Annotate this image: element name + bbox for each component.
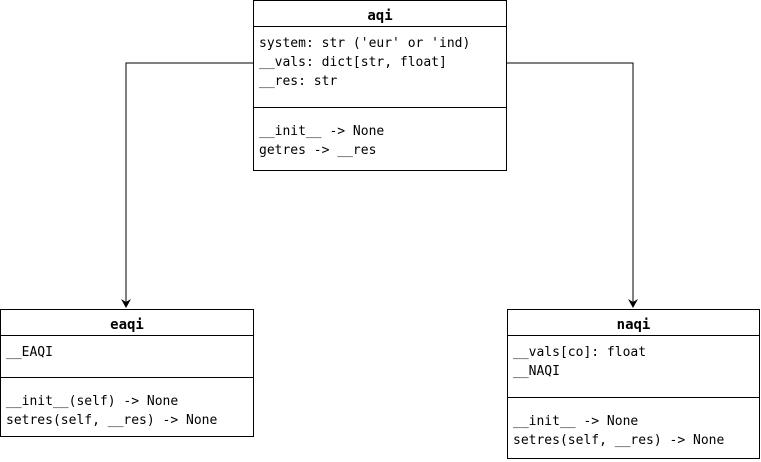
attributes-section: system: str ('eur' or 'ind) __vals: dict… [254, 27, 506, 108]
method-row: __init__ -> None [259, 124, 385, 139]
attribute-row: __NAQI [513, 364, 560, 379]
connector-aqi-to-naqi [507, 62, 638, 308]
attribute-row: __vals[co]: float [513, 345, 647, 360]
attribute-row: __EAQI [6, 345, 53, 360]
method-row: setres(self, __res) -> None [6, 413, 218, 428]
method-row: getres -> __res [259, 143, 377, 158]
attributes-section: __EAQI [1, 336, 253, 378]
class-box-aqi[interactable]: aqi system: str ('eur' or 'ind) __vals: … [253, 0, 507, 171]
method-row: __init__(self) -> None [6, 394, 179, 409]
class-name: naqi [508, 310, 759, 336]
method-row: __init__ -> None [513, 414, 639, 429]
class-box-naqi[interactable]: naqi __vals[co]: float __NAQI __init__ -… [507, 309, 760, 459]
connector-aqi-to-eaqi [121, 62, 253, 308]
attribute-row: __vals: dict[str, float] [259, 55, 447, 70]
attributes-section: __vals[co]: float __NAQI [508, 336, 759, 398]
attribute-row: system: str ('eur' or 'ind) [259, 36, 471, 51]
methods-section: __init__(self) -> None setres(self, __re… [1, 378, 253, 430]
methods-section: __init__ -> None getres -> __res [254, 108, 506, 160]
class-name: eaqi [1, 310, 253, 336]
attribute-row: __res: str [259, 74, 338, 89]
class-box-eaqi[interactable]: eaqi __EAQI __init__(self) -> None setre… [0, 309, 254, 437]
methods-section: __init__ -> None setres(self, __res) -> … [508, 398, 759, 450]
method-row: setres(self, __res) -> None [513, 433, 725, 448]
class-name: aqi [254, 1, 506, 27]
